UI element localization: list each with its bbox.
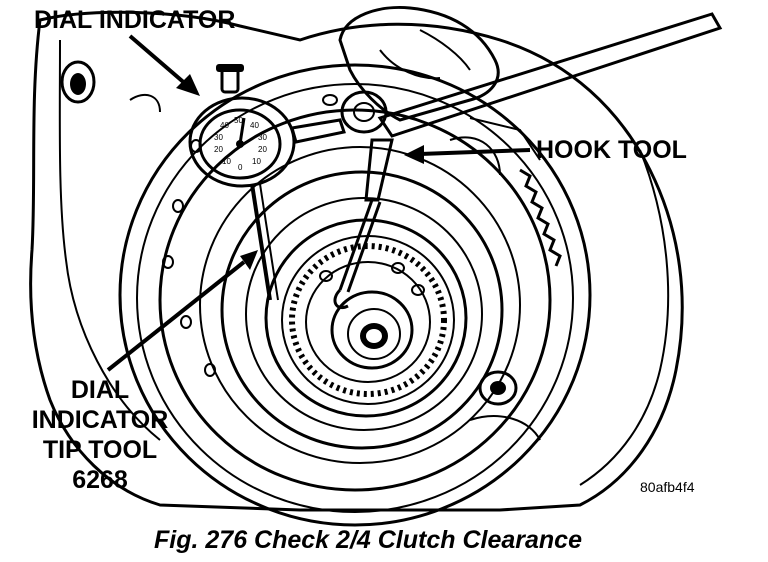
image-identifier: 80afb4f4: [640, 479, 695, 495]
dial-tick-label: 50: [234, 116, 243, 125]
dial-tick-label: 10: [222, 157, 231, 166]
hook-tool-arrow: [419, 148, 531, 156]
dial-tick-label: 20: [214, 145, 223, 154]
tip-tool-label: DIAL INDICATOR TIP TOOL 6268: [32, 376, 169, 494]
dial-tick-label: 10: [252, 157, 261, 166]
figure-caption: Fig. 276 Check 2/4 Clutch Clearance: [154, 526, 582, 554]
dial-indicator-label: DIAL INDICATOR: [34, 6, 235, 34]
transmission-case-illustration: [29, 10, 684, 527]
tip-tool-label-line: DIAL: [71, 376, 129, 404]
hook-tool-illustration: [333, 5, 723, 309]
dial-tick-label: 20: [258, 145, 267, 154]
tip-tool-label-line: INDICATOR: [32, 406, 169, 434]
dial-tick-label: 40: [220, 121, 229, 130]
hook-tool-label: HOOK TOOL: [536, 136, 687, 164]
dial-tick-label: 30: [258, 133, 267, 142]
dial-tick-label: 0: [238, 163, 243, 172]
dial-indicator-illustration: [188, 64, 346, 301]
callout-arrows: [106, 34, 531, 372]
dial-indicator-arrow: [128, 34, 190, 88]
tip-tool-label-line: TIP TOOL: [43, 436, 157, 464]
dial-tick-label: 40: [250, 121, 259, 130]
tip-tool-arrow: [106, 260, 246, 372]
tip-tool-label-line: 6268: [72, 466, 128, 494]
dial-face-numbers: 50 40 30 20 10 0 10 20 30 40: [214, 116, 267, 172]
dial-tick-label: 30: [214, 133, 223, 142]
